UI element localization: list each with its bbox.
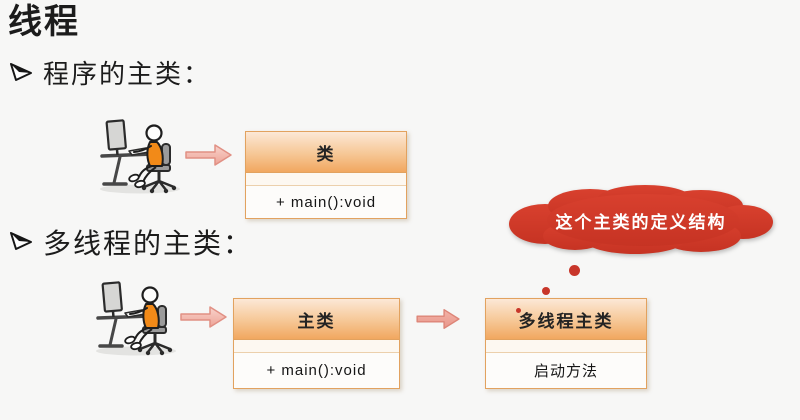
uml-class-box: 类 + main():void [245, 131, 407, 219]
bullet-item-multithread-main-class: 多线程的主类： [10, 222, 253, 262]
thought-trail-dot [542, 287, 550, 295]
thought-trail-dot [516, 308, 521, 313]
arrowhead-bullet-icon [10, 63, 32, 81]
arrowhead-bullet-icon [10, 232, 32, 250]
bullet-label: 多线程的主类： [43, 228, 254, 259]
uml-method-label: 启动方法 [533, 363, 598, 380]
uml-method-label: + main():void [275, 193, 377, 211]
right-block-arrow-icon [185, 144, 232, 166]
right-block-arrow-icon [416, 309, 460, 329]
uml-class-title: 多线程主类 [486, 299, 646, 340]
uml-class-title: 主类 [234, 299, 399, 340]
programmer-at-computer-illustration [94, 280, 178, 358]
uml-method-label: + main():void [266, 362, 367, 379]
uml-thread-class-box: 多线程主类 启动方法 [485, 298, 647, 389]
uml-attributes-section [246, 173, 406, 186]
thought-trail-dot [569, 265, 580, 276]
right-block-arrow-icon [180, 306, 227, 328]
bullet-item-program-main-class: 程序的主类： [10, 54, 211, 91]
uml-main-class-box: 主类 + main():void [233, 298, 400, 389]
uml-attributes-section [486, 340, 646, 353]
uml-attributes-section [234, 340, 399, 353]
thought-cloud-shape [509, 185, 773, 254]
slide-title: 线程 [8, 3, 80, 41]
uml-class-title: 类 [246, 132, 406, 173]
programmer-at-computer-illustration [98, 118, 182, 196]
bullet-label: 程序的主类： [43, 59, 212, 89]
thought-bubble-text: 这个主类的定义结构 [555, 212, 727, 232]
